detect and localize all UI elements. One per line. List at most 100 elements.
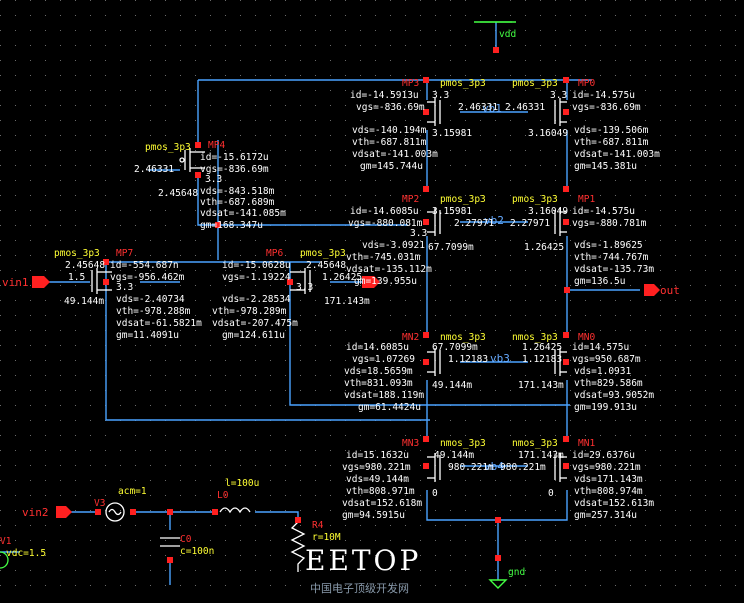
param-vth: vth=-744.767m <box>574 252 649 263</box>
node-voltage: 0 <box>432 488 438 499</box>
param-vgs: vgs=980.221m <box>342 462 411 473</box>
watermark-subtitle: 中国电子顶级开发网 <box>310 581 409 595</box>
input-chain[interactable]: acm=1 V3 L0 l=100u C0 c=100n R4 r=10M V1… <box>0 478 341 559</box>
device-name: MN0 <box>578 332 595 343</box>
param-vds: vds=-2.40734 <box>116 294 185 305</box>
node-voltage: 2.45648 <box>65 260 105 271</box>
param-vdsat: vdsat=-135.73m <box>574 264 654 275</box>
param-vth: vth=808.971m <box>346 486 415 497</box>
device-mn2[interactable]: MN2 nmos_3p3 id=14.6085u vgs=1.07269 vds… <box>344 332 488 413</box>
device-mp1[interactable]: MP1 pmos_3p3 id=-14.575u vgs=-880.781m v… <box>510 194 654 287</box>
net-vb1-label: vb1 <box>482 102 502 115</box>
node-voltage: 1.5 <box>68 272 85 283</box>
param-id: id=15.1632u <box>346 450 409 461</box>
param-gm: gm=139.955u <box>354 276 417 287</box>
param-gm: gm=145.744u <box>360 161 423 172</box>
device-name: MN3 <box>402 438 419 449</box>
node-voltage: 3.3 <box>410 228 427 239</box>
net-vdd-label: vdd <box>499 29 516 40</box>
param-vth: vth=831.093m <box>344 378 413 389</box>
node-voltage: 980.221m <box>500 462 546 473</box>
param-vds: vds=-1.89625 <box>574 240 643 251</box>
node-voltage: 2.45648 <box>158 188 198 199</box>
device-model: pmos_3p3 <box>512 194 558 205</box>
node-voltage: 3.3 <box>550 90 567 101</box>
param-id: id=-15.0628u <box>222 260 291 271</box>
device-model: nmos_3p3 <box>440 438 486 449</box>
device-mn1[interactable]: MN1 nmos_3p3 id=29.6376u vgs=980.221m vd… <box>500 438 654 521</box>
param-vdsat: vdsat=93.9052m <box>574 390 654 401</box>
param-vth: vth=-978.288m <box>116 306 191 317</box>
param-id: id=-14.575u <box>572 90 635 101</box>
device-mn0[interactable]: MN0 nmos_3p3 id=14.575u vgs=950.687m vds… <box>512 332 654 413</box>
device-mp7[interactable]: MP7 pmos_3p3 id=-554.687n vgs=-956.462m … <box>54 248 202 341</box>
device-name: MP4 <box>208 140 225 151</box>
param-vth: vth=-687.811m <box>574 137 649 148</box>
param-vdsat: vdsat=-61.5821m <box>116 318 202 329</box>
param-gm: gm=11.4091u <box>116 330 179 341</box>
device-symbols <box>0 21 567 589</box>
watermark-title: EETOP <box>305 544 421 577</box>
capacitor-value: c=100n <box>180 546 214 557</box>
device-model: nmos_3p3 <box>512 332 558 343</box>
node-voltage: 2.46331 <box>505 102 545 113</box>
device-mn3[interactable]: MN3 nmos_3p3 id=15.1632u vgs=980.221m vd… <box>342 438 494 521</box>
param-vds: vds=-140.194m <box>352 125 427 136</box>
param-gm: gm=124.611u <box>222 330 285 341</box>
device-name: MP6 <box>266 248 283 259</box>
param-vds: vds=-843.518m <box>200 186 275 197</box>
node-voltage: 2.45648 <box>306 260 346 271</box>
param-gm: gm=136.5u <box>574 276 625 287</box>
param-vdsat: vdsat=-141.003m <box>574 149 660 160</box>
node-voltage: 3.3 <box>205 174 222 185</box>
net-gnd-label: gnd <box>508 567 525 578</box>
node-voltage: 2.27971 <box>454 218 494 229</box>
node-voltage: 171.143m <box>518 380 564 391</box>
node-voltage: 3.3 <box>432 90 449 101</box>
device-model: pmos_3p3 <box>145 142 191 153</box>
device-model: nmos_3p3 <box>440 332 486 343</box>
param-vth: vth=-687.689m <box>200 197 275 208</box>
port-out-label: out <box>660 284 680 297</box>
device-mp2[interactable]: MP2 pmos_3p3 id=-14.6085u vgs=-880.081m … <box>346 194 494 287</box>
device-model: pmos_3p3 <box>440 78 486 89</box>
node-voltage: 980.221m <box>448 462 494 473</box>
node-voltage: 2.46331 <box>458 102 498 113</box>
param-vds: vds=171.143m <box>574 474 643 485</box>
net-vb3-label: vb3 <box>490 352 510 365</box>
param-id: id=-14.5913u <box>350 90 419 101</box>
param-vdsat: vdsat=-141.085m <box>200 208 286 219</box>
device-mp3[interactable]: MP3 pmos_3p3 id=-14.5913u vgs=-836.69m v… <box>350 78 498 172</box>
device-mp0[interactable]: MP0 pmos_3p3 id=-14.575u vgs=-836.69m vd… <box>505 78 660 172</box>
node-voltage: 171.143m <box>324 296 370 307</box>
param-vth: vth=808.974m <box>574 486 643 497</box>
capacitor-name: C0 <box>180 534 192 545</box>
node-voltage: 49.144m <box>434 450 474 461</box>
node-voltage: 3.15981 <box>432 128 472 139</box>
device-model: pmos_3p3 <box>54 248 100 259</box>
ac-source-label: acm=1 <box>118 486 147 497</box>
device-name: MN1 <box>578 438 595 449</box>
param-vgs: vgs=980.221m <box>572 462 641 473</box>
node-voltage: 3.15981 <box>432 206 472 217</box>
node-voltage: 3.16049 <box>528 206 568 217</box>
param-vgs: vgs=-880.081m <box>348 218 423 229</box>
device-mp4[interactable]: MP4 pmos_3p3 id=-15.6172u vgs=-836.69m v… <box>134 140 286 231</box>
device-model: pmos_3p3 <box>512 78 558 89</box>
device-name: MP1 <box>578 194 595 205</box>
param-vgs: vgs=-836.69m <box>572 102 641 113</box>
param-vth: vth=-687.811m <box>352 137 427 148</box>
node-voltage: 49.144m <box>432 380 472 391</box>
param-vdsat: vdsat=-141.003m <box>352 149 438 160</box>
param-vth: vth=-978.289m <box>212 306 287 317</box>
net-vb2-label: vb2 <box>484 214 504 227</box>
device-mp6[interactable]: MP6 pmos_3p3 id=-15.0628u vgs=-1.19224 v… <box>212 248 370 341</box>
device-model: pmos_3p3 <box>300 248 346 259</box>
param-vgs: vgs=-880.781m <box>572 218 647 229</box>
param-vgs: vgs=-1.19224 <box>222 272 291 283</box>
param-id: id=-15.6172u <box>200 152 269 163</box>
node-voltage: 67.7099m <box>428 242 474 253</box>
